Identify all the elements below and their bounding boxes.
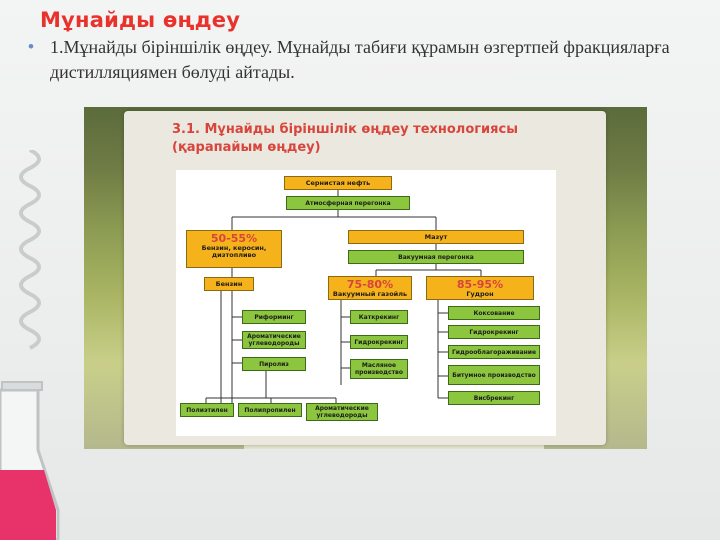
node-bitumen-production: Битумное производство bbox=[448, 365, 540, 385]
lab-flask-illustration bbox=[0, 150, 60, 540]
diagram-card: 3.1. Мұнайды біріншілік өңдеу технология… bbox=[124, 111, 606, 445]
node-vacuum-distillation: Вакуумная перегонка bbox=[348, 250, 524, 264]
process-flowchart: Сернистая нефть Атмосферная перегонка 50… bbox=[176, 170, 556, 436]
node-vacuum-gasoil: 75-80% Вакуумный газойль bbox=[328, 276, 412, 300]
node-aromatic-hydrocarbons: Ароматические углеводороды bbox=[242, 331, 306, 349]
node-sour-oil: Сернистая нефть bbox=[284, 176, 392, 190]
tar-percent: 85-95% bbox=[456, 278, 504, 291]
node-light-fraction: 50-55% Бензин, керосин, дизтопливо bbox=[186, 230, 282, 268]
tar-desc: Гудрон bbox=[466, 290, 494, 298]
node-mazut: Мазут bbox=[348, 230, 524, 244]
node-aromatic-hydrocarbons-2: Ароматические углеводороды bbox=[306, 403, 378, 421]
node-cat-cracking: Каткрекинг bbox=[350, 310, 408, 324]
node-atmospheric-distillation: Атмосферная перегонка bbox=[286, 196, 410, 210]
node-hydrocracking: Гидрокрекинг bbox=[350, 335, 408, 349]
node-gasoline: Бензин bbox=[204, 277, 254, 291]
bullet-text: 1.Мұнайды біріншілік өңдеу. Мұнайды таби… bbox=[50, 37, 670, 82]
diagram-title-line2: (қарапайым өңдеу) bbox=[172, 140, 321, 155]
flowchart-connectors bbox=[205, 190, 482, 406]
node-hydrocracking-2: Гидрокрекинг bbox=[448, 325, 540, 339]
bullet-dot-icon: • bbox=[28, 37, 34, 56]
diagram-title-line1: 3.1. Мұнайды біріншілік өңдеу технология… bbox=[172, 122, 518, 137]
node-hydrotreating: Гидрооблагораживание bbox=[448, 345, 540, 359]
node-lube-oil-production: Масляное производство bbox=[350, 359, 408, 379]
diagram-title: 3.1. Мұнайды біріншілік өңдеу технология… bbox=[172, 121, 518, 157]
node-pyrolysis: Пиролиз bbox=[242, 357, 306, 371]
node-polypropylene: Полипропилен bbox=[238, 403, 302, 417]
node-tar: 85-95% Гудрон bbox=[426, 276, 534, 300]
vacuum-gasoil-percent: 75-80% bbox=[346, 278, 394, 291]
vacuum-gasoil-desc: Вакуумный газойль bbox=[332, 290, 408, 298]
light-fraction-desc: Бензин, керосин, дизтопливо bbox=[201, 244, 267, 259]
slide-title: Мұнайды өңдеу bbox=[40, 8, 241, 32]
node-coking: Коксование bbox=[448, 306, 540, 320]
node-reforming: Риформинг bbox=[242, 310, 306, 324]
node-polyethylene: Полиэтилен bbox=[180, 403, 234, 417]
bullet-item: • 1.Мұнайды біріншілік өңдеу. Мұнайды та… bbox=[28, 35, 678, 85]
light-fraction-percent: 50-55% bbox=[210, 232, 258, 245]
node-visbreaking: Висбрекинг bbox=[448, 391, 540, 405]
